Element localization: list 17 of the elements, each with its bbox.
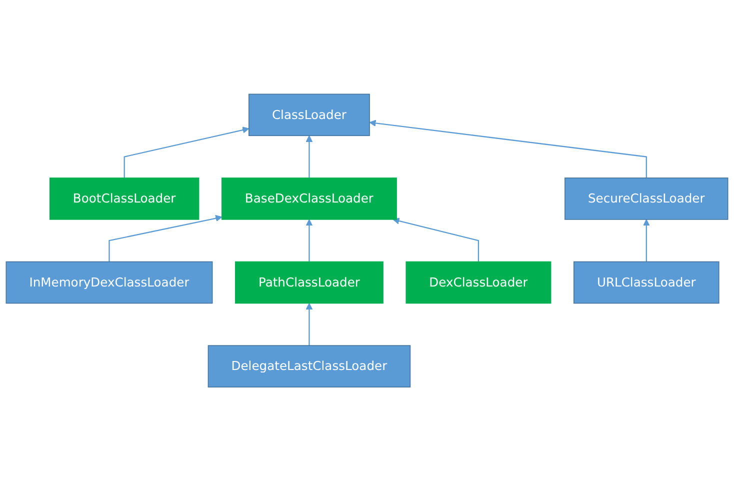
node-box: PathClassLoader xyxy=(235,262,384,304)
arrow xyxy=(643,220,650,262)
node-box: SecureClassLoader xyxy=(564,178,728,220)
arrow xyxy=(306,136,313,178)
node-box: ClassLoader xyxy=(248,94,370,136)
node-box: DelegateLastClassLoader xyxy=(208,346,411,388)
node-box: URLClassLoader xyxy=(574,262,720,304)
arrow xyxy=(392,218,480,262)
arrow xyxy=(124,127,250,178)
node-box: DexClassLoader xyxy=(406,262,552,304)
node-box: BaseDexClassLoader xyxy=(222,178,397,220)
arrow xyxy=(306,220,313,262)
arrow xyxy=(306,303,313,346)
arrow xyxy=(369,120,647,178)
node-box: BootClassLoader xyxy=(49,178,200,220)
arrow xyxy=(108,215,222,262)
node-box: InMemoryDexClassLoader xyxy=(6,262,213,304)
